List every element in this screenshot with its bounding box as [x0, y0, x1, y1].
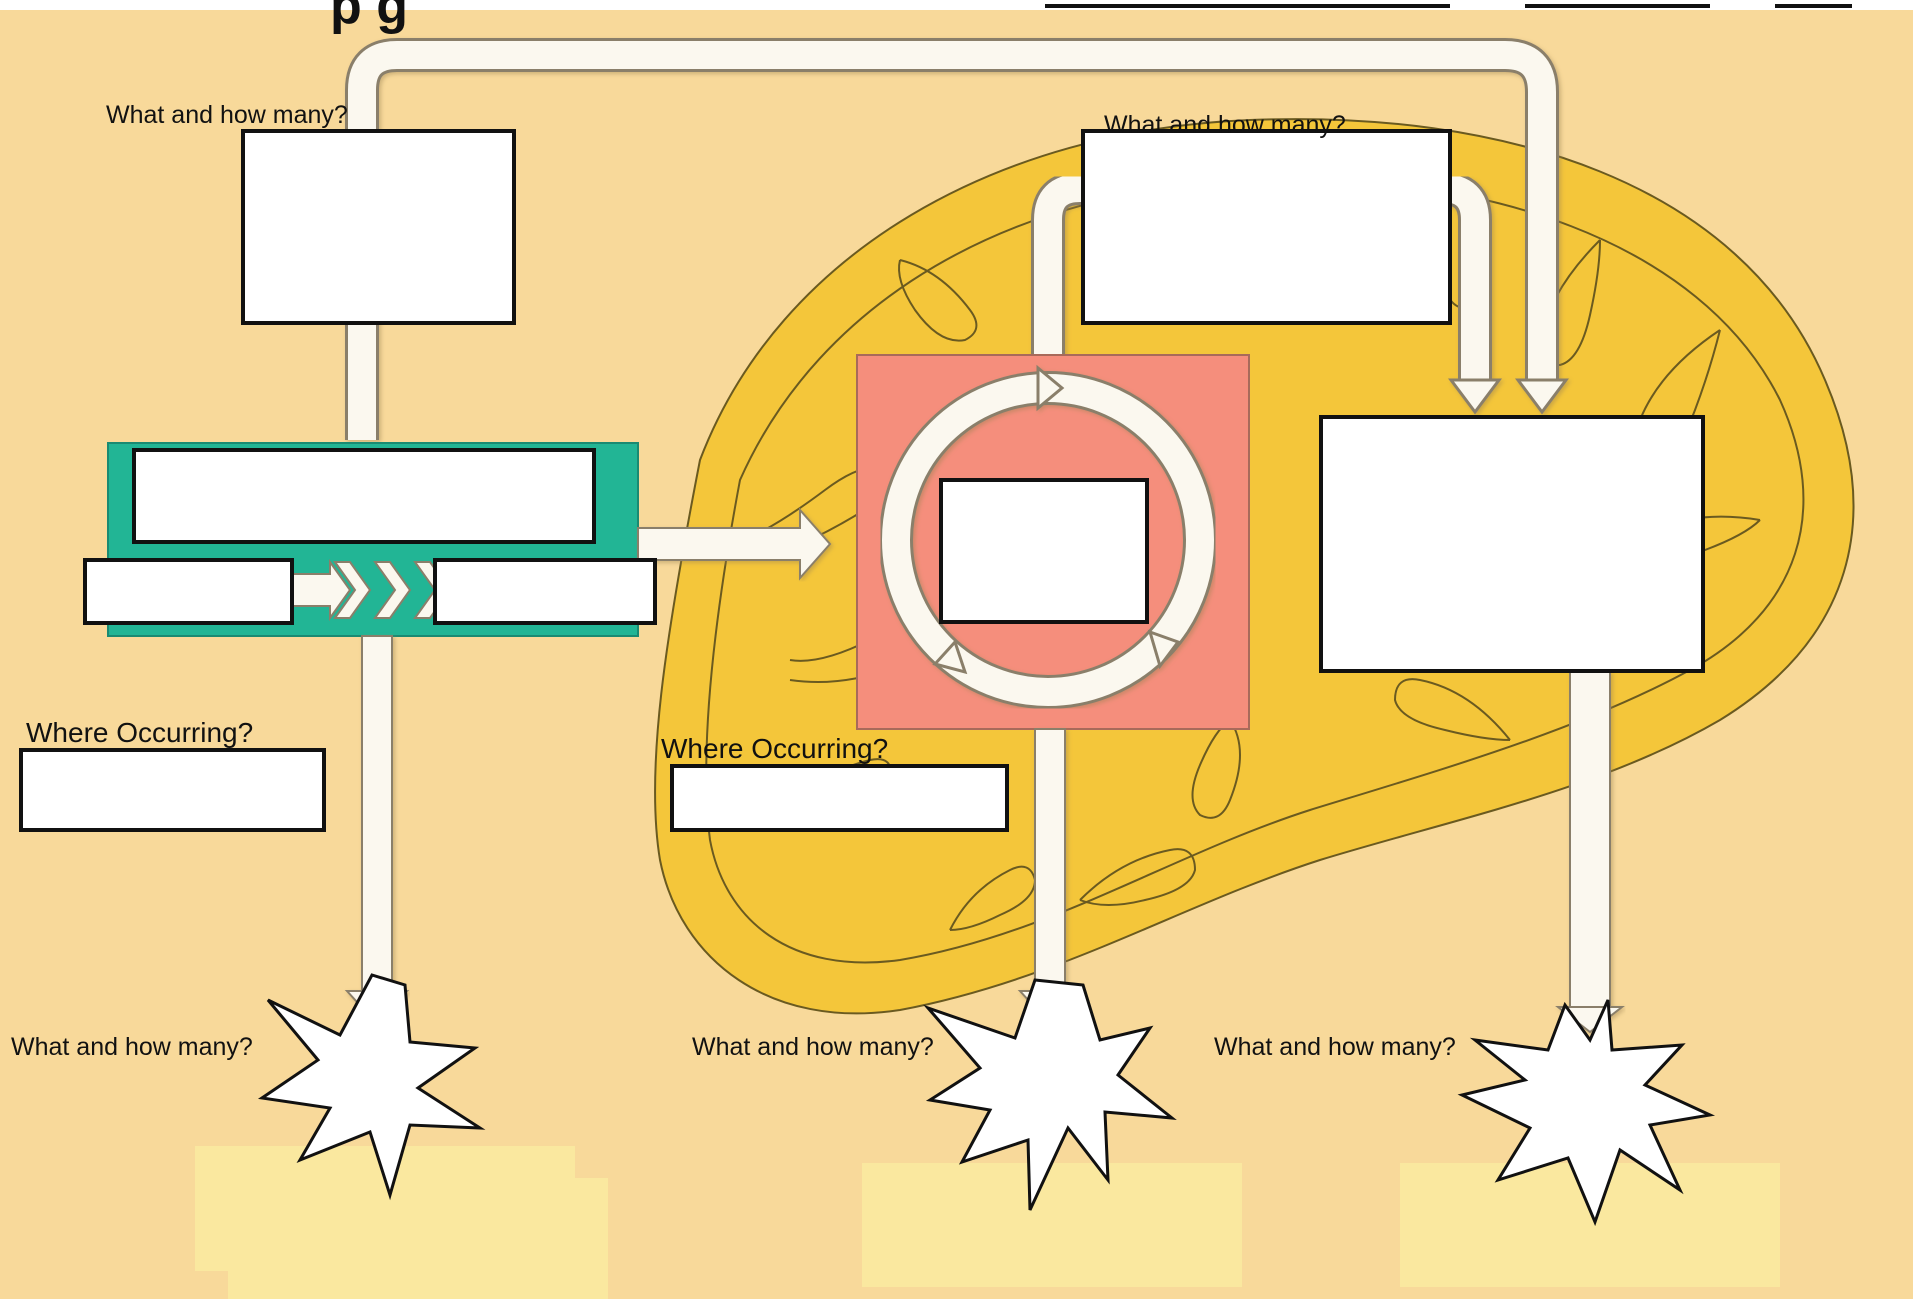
krebs-location-box	[672, 766, 1007, 830]
answer-pads	[195, 1146, 1780, 1299]
question-label-glucose: What and how many?	[106, 101, 348, 130]
question-label-atp-etc: What and how many?	[1214, 1033, 1456, 1062]
glucose-input-box	[243, 131, 514, 323]
glycolysis-title-box	[134, 450, 594, 542]
answer-pad-middle	[862, 1163, 1242, 1287]
page-title: p g	[330, 0, 408, 36]
answer-pad-left-lower	[228, 1178, 608, 1299]
glycolysis-product-box	[435, 560, 655, 623]
glycolysis-location-box	[21, 750, 324, 830]
krebs-center-box	[941, 480, 1147, 622]
etc-input-box	[1083, 131, 1450, 323]
where-label-glycolysis: Where Occurring?	[26, 717, 253, 749]
question-label-atp-krebs: What and how many?	[692, 1033, 934, 1062]
where-label-krebs: Where Occurring?	[661, 733, 888, 765]
etc-box	[1321, 417, 1703, 671]
question-label-atp-glycolysis: What and how many?	[11, 1033, 253, 1062]
glycolysis-start-box	[85, 560, 292, 623]
question-label-etc-input: What and how many?	[1104, 111, 1346, 140]
